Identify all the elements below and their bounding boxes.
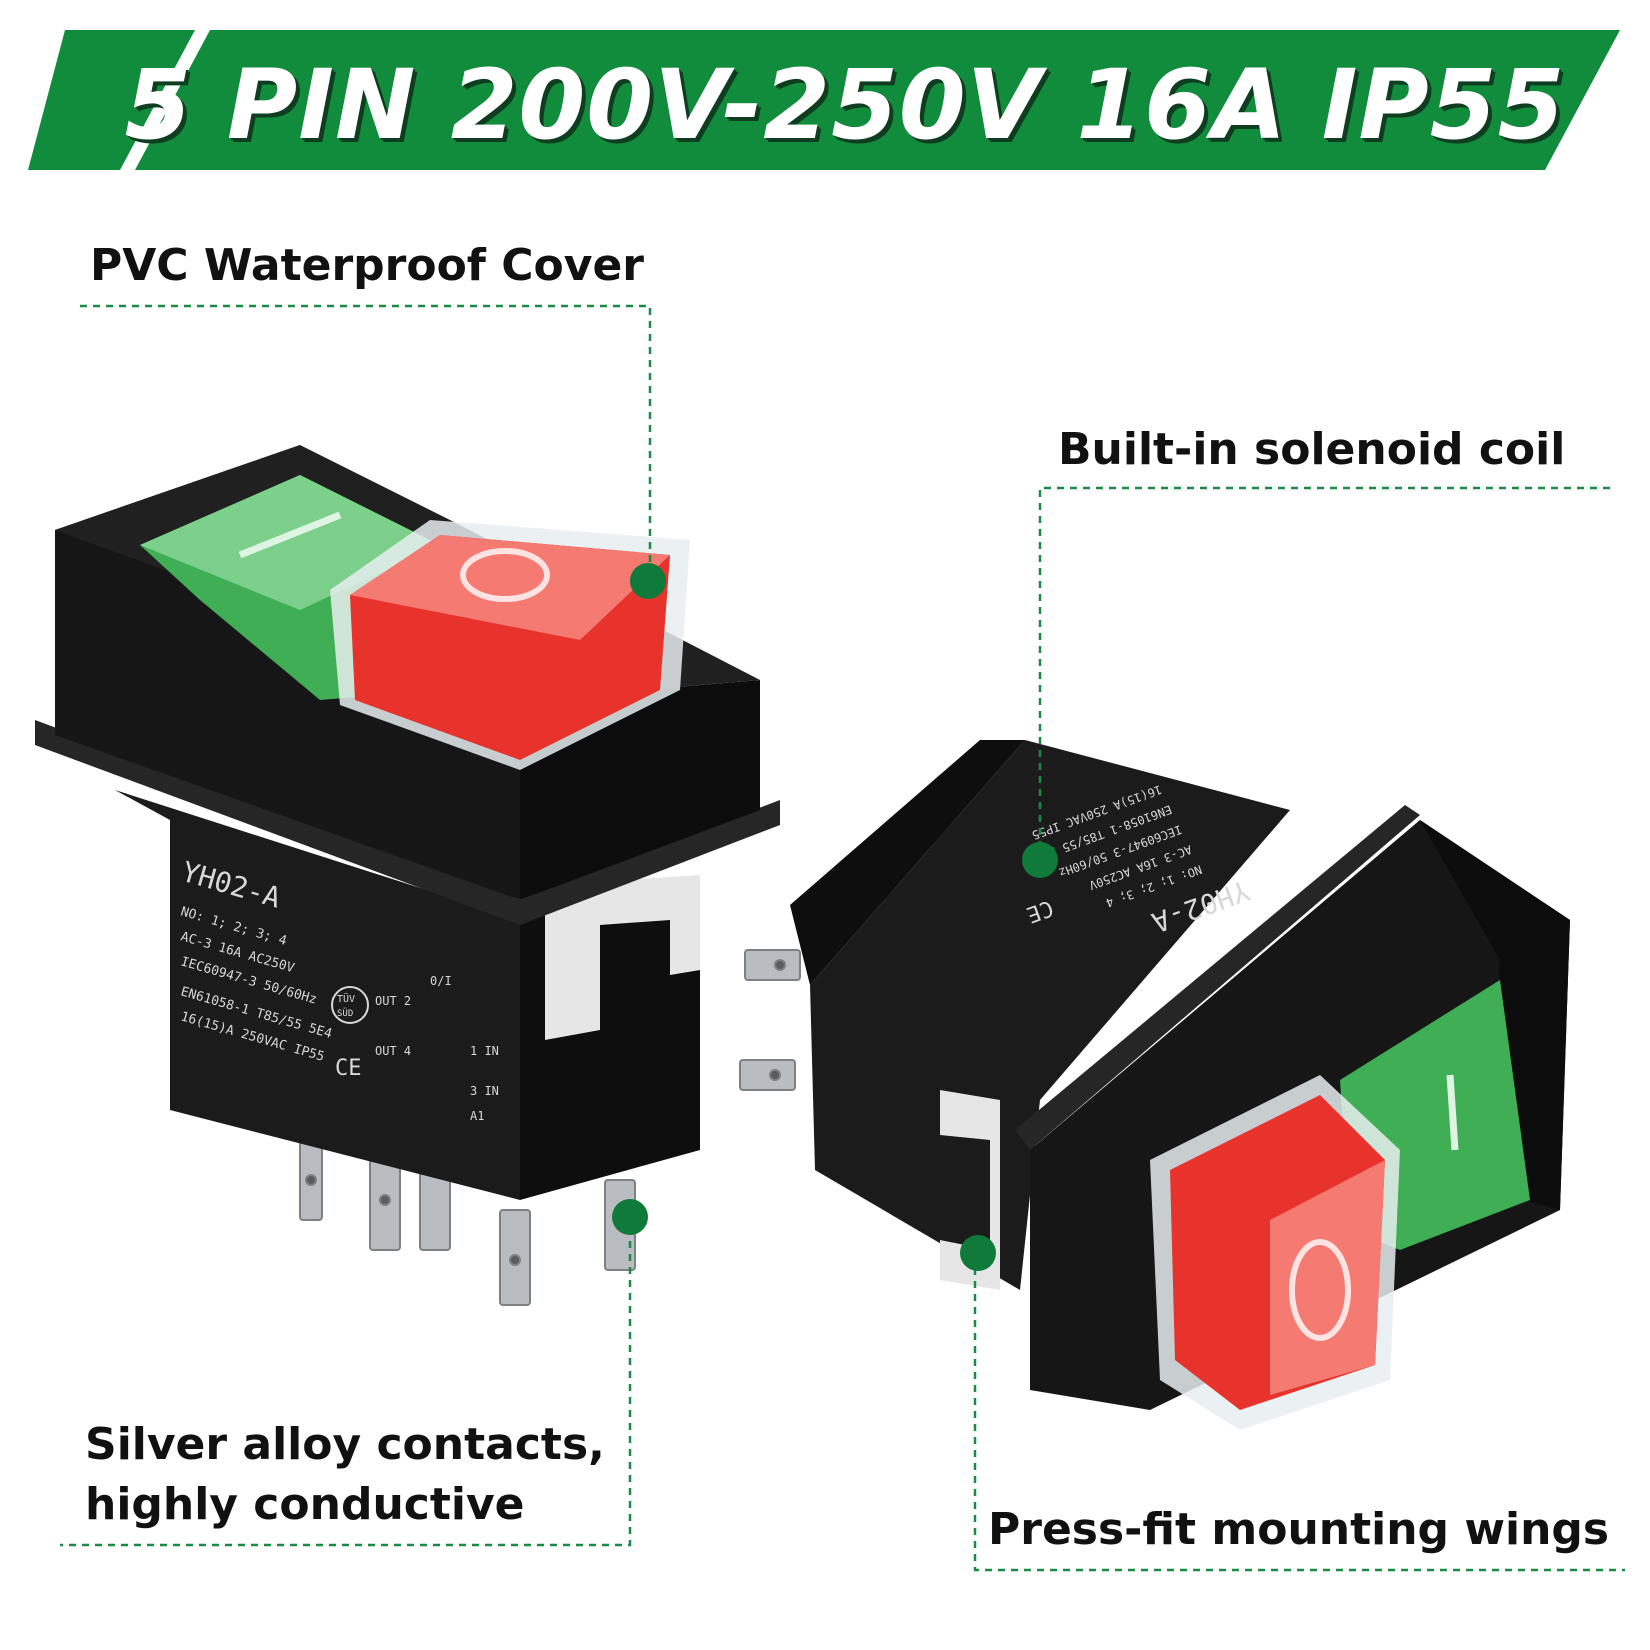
svg-text:SÜD: SÜD	[337, 1008, 353, 1019]
svg-text:CE: CE	[335, 1056, 362, 1081]
callout-solenoid-coil: Built-in solenoid coil	[1058, 424, 1566, 475]
left-gasket	[35, 720, 780, 925]
svg-text:OUT 2: OUT 2	[375, 994, 411, 1008]
svg-text:A1: A1	[470, 1109, 484, 1123]
svg-text:OUT 4: OUT 4	[375, 1044, 411, 1058]
banner-band	[135, 30, 1620, 170]
right-gasket	[1015, 805, 1420, 1150]
callout-silver-contacts-line1: Silver alloy contacts,	[85, 1419, 605, 1470]
svg-text:3 IN: 3 IN	[470, 1084, 499, 1098]
banner-title: 5 PIN 200V-250V 16A IP55	[124, 49, 1566, 161]
banner-stripe	[28, 30, 195, 170]
right-switch: YH02-A NO: 1; 2; 3; 4 AC-3 16A AC250V IE…	[739, 740, 1570, 1430]
left-mounting-wing	[545, 875, 700, 1040]
svg-text:TÜV: TÜV	[337, 992, 355, 1005]
callout-pvc-cover: PVC Waterproof Cover	[90, 240, 644, 291]
left-switch: YH02-A NO: 1; 2; 3; 4 AC-3 16A AC250V IE…	[35, 445, 780, 1306]
header-banner	[28, 30, 1620, 170]
right-on-symbol	[1446, 1074, 1459, 1151]
svg-text:0/I: 0/I	[430, 974, 452, 988]
callout-silver-contacts-line2: highly conductive	[85, 1479, 525, 1530]
left-tuv-mark	[331, 986, 369, 1024]
svg-text:1 IN: 1 IN	[470, 1044, 499, 1058]
callout-mounting-wings: Press-fit mounting wings	[988, 1504, 1610, 1555]
right-switch-body	[810, 740, 1290, 1290]
left-switch-body	[115, 790, 520, 1200]
